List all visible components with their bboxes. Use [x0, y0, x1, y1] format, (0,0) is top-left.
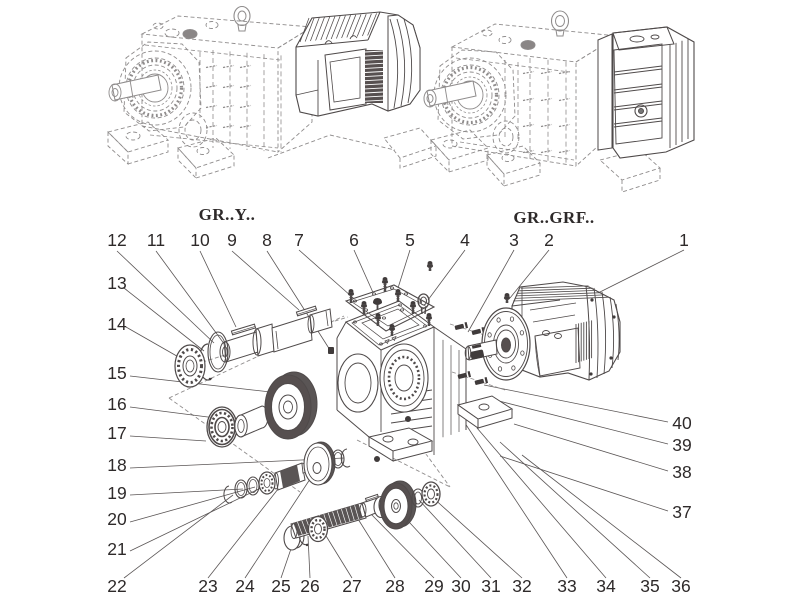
svg-text:13: 13	[107, 273, 126, 293]
svg-text:17: 17	[107, 423, 126, 443]
svg-text:31: 31	[481, 576, 500, 596]
svg-text:37: 37	[672, 502, 691, 522]
svg-text:34: 34	[596, 576, 616, 596]
svg-text:35: 35	[640, 576, 659, 596]
svg-text:24: 24	[235, 576, 255, 596]
svg-text:5: 5	[405, 230, 415, 250]
svg-text:GR..Y..: GR..Y..	[199, 205, 256, 224]
svg-text:10: 10	[190, 230, 210, 250]
svg-text:14: 14	[107, 314, 127, 334]
svg-text:1: 1	[679, 230, 689, 250]
svg-text:12: 12	[107, 230, 126, 250]
svg-text:18: 18	[107, 455, 126, 475]
svg-text:40: 40	[672, 413, 692, 433]
svg-text:30: 30	[451, 576, 471, 596]
svg-text:36: 36	[671, 576, 690, 596]
svg-text:26: 26	[300, 576, 319, 596]
svg-text:8: 8	[262, 230, 272, 250]
svg-text:9: 9	[227, 230, 237, 250]
svg-text:6: 6	[349, 230, 359, 250]
svg-text:29: 29	[424, 576, 443, 596]
svg-text:4: 4	[460, 230, 470, 250]
svg-text:20: 20	[107, 509, 127, 529]
svg-text:3: 3	[509, 230, 519, 250]
svg-text:21: 21	[107, 539, 126, 559]
svg-text:2: 2	[544, 230, 554, 250]
svg-text:38: 38	[672, 462, 691, 482]
svg-text:27: 27	[342, 576, 361, 596]
svg-text:25: 25	[271, 576, 290, 596]
svg-text:15: 15	[107, 363, 126, 383]
svg-text:28: 28	[385, 576, 404, 596]
svg-text:16: 16	[107, 394, 126, 414]
svg-text:22: 22	[107, 576, 126, 596]
svg-text:32: 32	[512, 576, 531, 596]
svg-text:19: 19	[107, 483, 126, 503]
svg-text:GR..GRF..: GR..GRF..	[513, 208, 594, 227]
svg-text:23: 23	[198, 576, 217, 596]
svg-text:11: 11	[147, 230, 165, 250]
svg-text:7: 7	[294, 230, 304, 250]
svg-text:39: 39	[672, 435, 691, 455]
svg-text:33: 33	[557, 576, 576, 596]
